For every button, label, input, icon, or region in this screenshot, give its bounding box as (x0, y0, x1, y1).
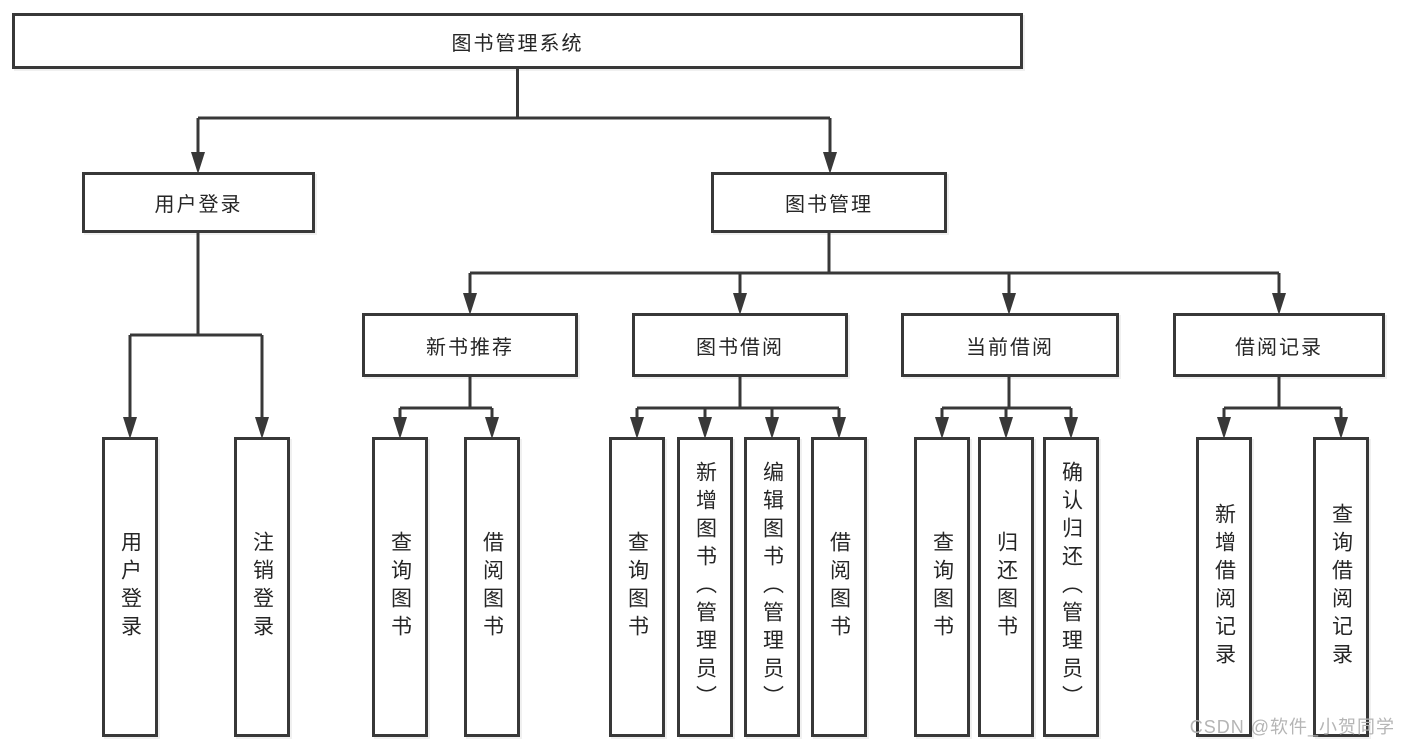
node-leaf-query-books-current: 查询图书 (914, 437, 970, 737)
node-leaf-query-books-borrowing: 查询图书 (609, 437, 665, 737)
node-leaf-query-borrow-record: 查询借阅记录 (1313, 437, 1369, 737)
node-new-book-recommend: 新书推荐 (362, 313, 578, 377)
connector-branch-book-management (463, 233, 1286, 315)
node-leaf-edit-books-admin-label: 编辑图书（管理员） (760, 461, 784, 713)
node-book-borrowing-label: 图书借阅 (696, 336, 784, 359)
node-book-management-label: 图书管理 (785, 194, 873, 216)
node-root-label: 图书管理系统 (451, 32, 584, 55)
node-leaf-user-login: 用户登录 (102, 437, 158, 737)
node-leaf-query-books-recommend: 查询图书 (372, 437, 428, 737)
node-new-book-recommend-label: 新书推荐 (426, 336, 514, 359)
node-book-management: 图书管理 (711, 172, 947, 233)
node-leaf-confirm-return-admin: 确认归还（管理员） (1043, 437, 1099, 737)
node-leaf-borrow-books-recommend-label: 借阅图书 (480, 531, 504, 643)
connector-branch-borrowing-records (1217, 377, 1348, 439)
node-leaf-query-books-recommend-label: 查询图书 (388, 531, 412, 643)
node-leaf-logout: 注销登录 (234, 437, 290, 737)
node-leaf-query-books-current-label: 查询图书 (930, 531, 954, 643)
node-leaf-query-books-borrowing-label: 查询图书 (625, 531, 649, 643)
node-borrowing-records: 借阅记录 (1173, 313, 1385, 377)
node-leaf-return-books-label: 归还图书 (994, 531, 1018, 643)
node-book-borrowing: 图书借阅 (632, 313, 848, 377)
node-current-borrowing: 当前借阅 (901, 313, 1119, 377)
connector-branch-new-book-recommend (393, 377, 499, 439)
node-leaf-user-login-label: 用户登录 (118, 531, 142, 643)
node-leaf-borrow-books: 借阅图书 (811, 437, 867, 737)
node-leaf-add-books-admin-label: 新增图书（管理员） (693, 461, 717, 713)
connector-branch-user-login (123, 233, 269, 439)
node-root: 图书管理系统 (12, 13, 1023, 69)
node-leaf-borrow-books-recommend: 借阅图书 (464, 437, 520, 737)
node-leaf-confirm-return-admin-label: 确认归还（管理员） (1059, 461, 1083, 713)
node-leaf-query-borrow-record-label: 查询借阅记录 (1329, 503, 1353, 671)
node-leaf-borrow-books-label: 借阅图书 (827, 531, 851, 643)
node-leaf-add-borrow-record: 新增借阅记录 (1196, 437, 1252, 737)
node-user-login: 用户登录 (82, 172, 315, 233)
node-leaf-edit-books-admin: 编辑图书（管理员） (744, 437, 800, 737)
connector-branch-book-borrowing (630, 377, 846, 439)
node-current-borrowing-label: 当前借阅 (966, 336, 1054, 359)
connector-branch-root (191, 69, 837, 174)
connector-branch-current-borrowing (935, 377, 1078, 439)
node-leaf-add-borrow-record-label: 新增借阅记录 (1212, 503, 1236, 671)
node-user-login-label: 用户登录 (154, 194, 243, 216)
node-leaf-return-books: 归还图书 (978, 437, 1034, 737)
node-leaf-logout-label: 注销登录 (250, 531, 274, 643)
watermark: CSDN @软件_小贺同学 (1189, 717, 1395, 737)
node-borrowing-records-label: 借阅记录 (1235, 336, 1323, 359)
node-leaf-add-books-admin: 新增图书（管理员） (677, 437, 733, 737)
